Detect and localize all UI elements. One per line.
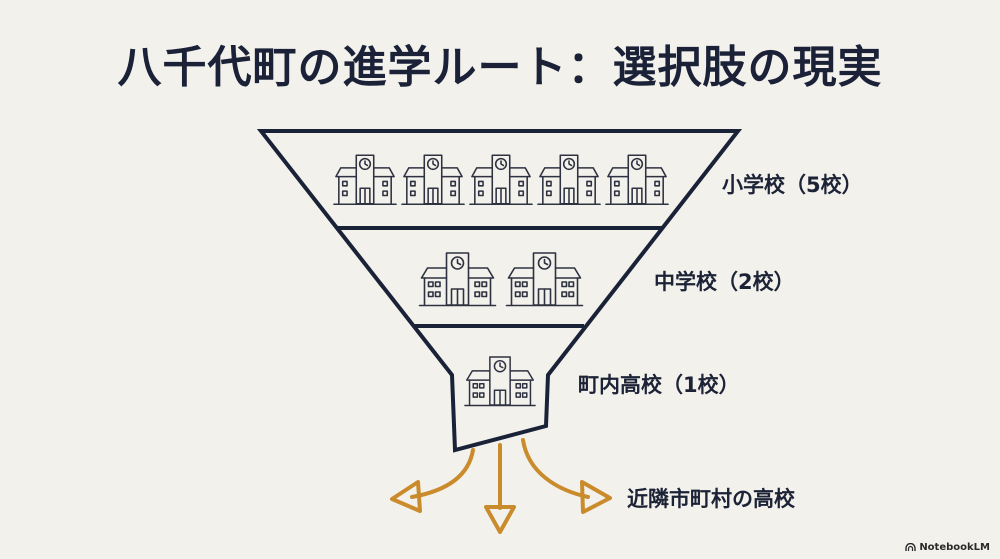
school-building-icon: [333, 154, 397, 206]
watermark: NotebookLM: [905, 542, 990, 553]
arrow-left-head: [390, 480, 422, 513]
arrow-down-head: [484, 505, 516, 534]
school-building-icon: [537, 154, 601, 206]
school-building-icon: [464, 356, 536, 407]
tier-junior-high-icons: [418, 252, 584, 307]
school-building-icon: [605, 154, 669, 206]
page-title: 八千代町の進学ルート：選択肢の現実: [117, 42, 883, 93]
school-building-icon: [505, 252, 584, 307]
tier-junior-high-label: 中学校（2校）: [654, 270, 795, 294]
outflow-label: 近隣市町村の高校: [627, 487, 795, 511]
watermark-text: NotebookLM: [919, 542, 990, 553]
tier-elementary-icons: [333, 154, 669, 206]
arrow-right-head: [580, 480, 612, 514]
arrow-right: [521, 438, 590, 499]
tier-high-school-label: 町内高校（1校）: [578, 373, 740, 397]
school-building-icon: [469, 154, 533, 206]
outflow-arrows: [390, 438, 612, 534]
arrow-left: [410, 448, 475, 499]
funnel-outline: [256, 129, 743, 453]
school-building-icon: [401, 154, 465, 206]
notebooklm-logo-icon: [905, 543, 917, 551]
tier-high-school-icons: [464, 356, 536, 407]
tier-elementary-label: 小学校（5校）: [722, 173, 863, 197]
school-building-icon: [418, 252, 497, 307]
